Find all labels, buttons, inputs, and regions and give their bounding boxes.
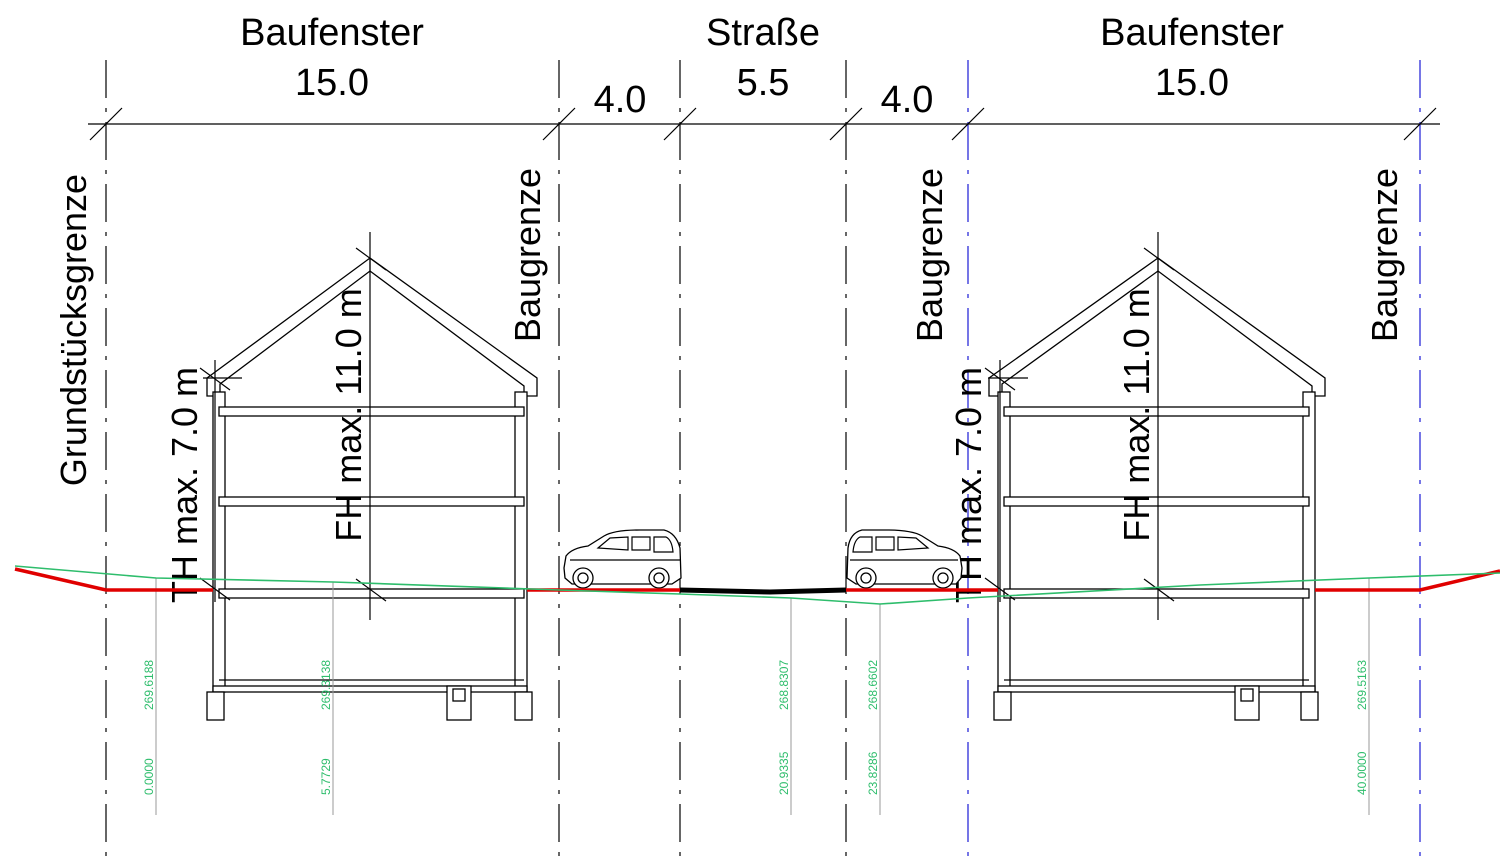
survey-elevation-2: 269.3138 [319,660,333,710]
width-label-left: 15.0 [295,62,369,104]
building-line-label-2: Baugrenze [909,168,950,342]
boundary-lines [105,60,1421,866]
eaves-height-left-label: TH max. 7.0 m [164,367,205,603]
car-left [563,529,682,589]
survey-elevation-3: 268.8307 [777,660,791,710]
building-left [199,232,538,721]
car-right [846,529,963,589]
width-label-left-verge: 4.0 [594,79,647,121]
survey-elevation-4: 268.6602 [866,660,880,710]
width-label-right: 15.0 [1155,62,1229,104]
zone-label-left: Baufenster [240,12,424,54]
building-line-label-3: Baugrenze [1364,168,1405,342]
dimension-line [88,107,1440,141]
zone-label-middle: Straße [706,12,820,54]
ridge-height-left-label: FH max. 11.0 m [328,288,369,541]
survey-elevation-1: 269.6188 [142,660,156,710]
survey-station-5: 40.0000 [1355,751,1369,795]
ridge-height-right-label: FH max. 11.0 m [1116,288,1157,541]
road-surface [679,587,847,595]
survey-station-1: 0.0000 [142,758,156,795]
building-right [984,232,1326,721]
width-label-road: 5.5 [737,62,790,104]
survey-elevation-5: 269.5163 [1355,660,1369,710]
survey-station-3: 20.9335 [777,751,791,795]
property-line-label: Grundstücksgrenze [53,174,94,486]
building-line-label-1: Baugrenze [507,168,548,342]
zone-label-right: Baufenster [1100,12,1284,54]
survey-stations [155,578,1370,815]
width-label-right-verge: 4.0 [881,79,934,121]
survey-station-4: 23.8286 [866,751,880,795]
survey-station-2: 5.7729 [319,758,333,795]
existing-terrain-line [14,565,1500,605]
